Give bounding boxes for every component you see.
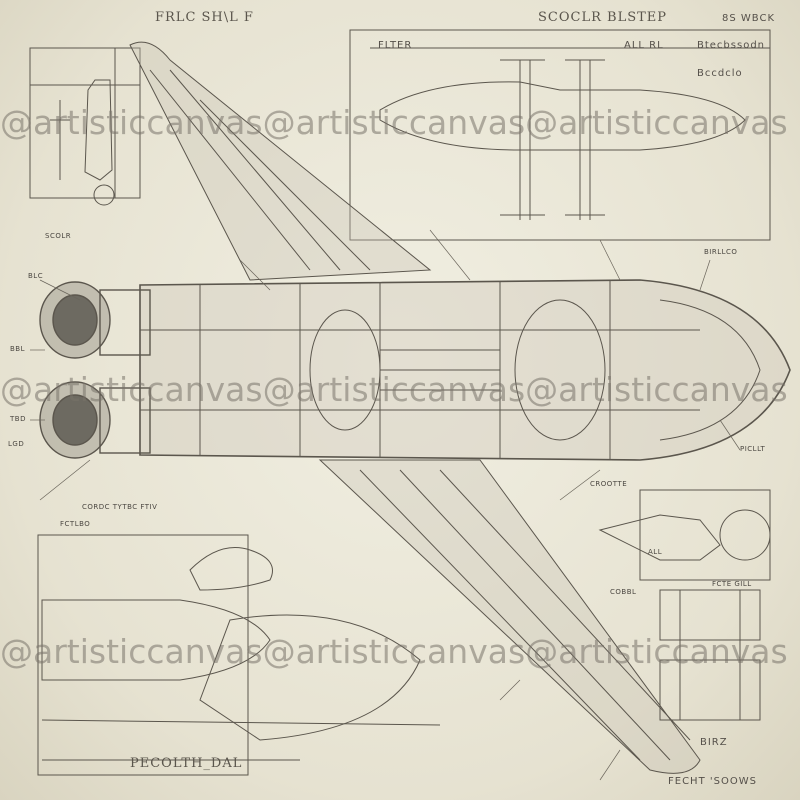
label-left-b: BLC	[28, 272, 44, 280]
label-panel-c: Btecbssodn	[697, 40, 766, 51]
label-bottom-center: COBBL	[610, 588, 637, 596]
side-view-fuselage	[379, 81, 746, 151]
wing-upper	[129, 41, 432, 281]
watermark-row-2: @artisticcanvas@artisticcanvas@artisticc…	[0, 370, 788, 409]
label-tiny-3: LGD	[8, 440, 25, 448]
label-right-tail: PICLLT	[740, 445, 766, 453]
title-top-right: SCOCLR BLSTEP	[538, 10, 668, 25]
inset-box-top-right	[349, 29, 771, 241]
label-right-small: ALL	[648, 548, 663, 556]
title-top-center: FRLC SH\L F	[155, 10, 254, 25]
label-panel-d: Bccdclo	[697, 68, 743, 79]
label-right-bottom: BIRZ	[700, 737, 728, 748]
inset-box-bottom-left	[37, 534, 249, 776]
gear-sketch	[84, 79, 113, 181]
label-right-lower: FCTE GILL	[712, 580, 752, 588]
label-bottom-left: PECOLTH_DAL	[130, 756, 243, 771]
label-panel-b: ALL RL	[624, 40, 664, 51]
watermark-row-3: @artisticcanvas@artisticcanvas@artisticc…	[0, 632, 788, 671]
label-tiny-1: BBL	[10, 345, 26, 353]
wing-lower	[318, 459, 701, 774]
label-mid-tag: CROOTTE	[590, 480, 628, 488]
label-tiny-2: TBD	[10, 415, 26, 423]
label-left-scope: SCOLR	[45, 232, 72, 240]
component-sketch-right	[598, 514, 721, 561]
engine-nacelles	[39, 281, 151, 459]
label-mid-left: CORDC TYTBC FTIV	[82, 503, 158, 511]
label-lower-left: FCTLBO	[60, 520, 91, 528]
label-panel-a: FLTER	[378, 40, 413, 51]
label-right-mid: BIRLLCO	[704, 248, 738, 256]
label-top-right-code: 8S WBCK	[722, 13, 776, 24]
watermark-row-1: @artisticcanvas@artisticcanvas@artisticc…	[0, 103, 788, 142]
label-bottom-right: FECHT 'SOOWS	[668, 776, 757, 787]
inset-box-top-left	[29, 47, 141, 199]
